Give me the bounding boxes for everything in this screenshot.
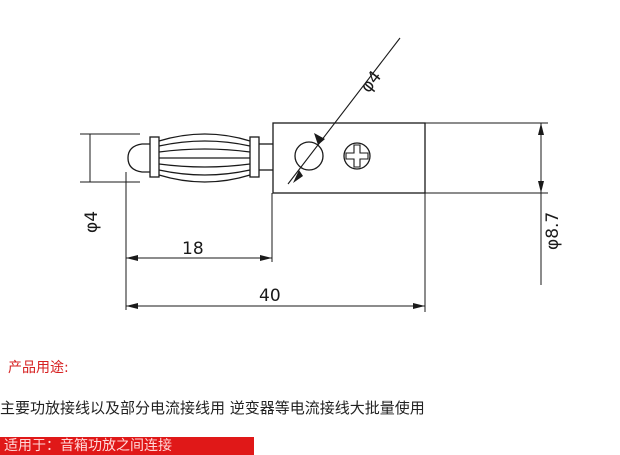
plug-tip	[127, 143, 150, 173]
dim-total-length: 40	[259, 286, 281, 306]
dim-body-diameter: φ8.7	[543, 212, 563, 250]
dim-plug-diameter: φ4	[82, 211, 102, 233]
screw-head	[343, 142, 371, 170]
application-banner: 适用于：音箱功放之间连接	[0, 437, 254, 455]
section-title: 产品用途:	[8, 360, 69, 376]
usage-description: 主要功放接线以及部分电流接线用 逆变器等电流接线大批量使用	[0, 399, 425, 417]
screw-cross	[345, 144, 369, 168]
cross-hole	[294, 141, 324, 171]
spring-leaves	[158, 133, 251, 183]
tip-collar	[149, 136, 160, 178]
dim-plug-length: 18	[182, 239, 204, 259]
base-collar	[249, 136, 260, 178]
plug-body	[272, 122, 426, 194]
banana-plug-technical-drawing: φ4 φ4 18 40 φ8.7	[80, 37, 563, 312]
dim-hole-diameter: φ4	[357, 67, 386, 97]
